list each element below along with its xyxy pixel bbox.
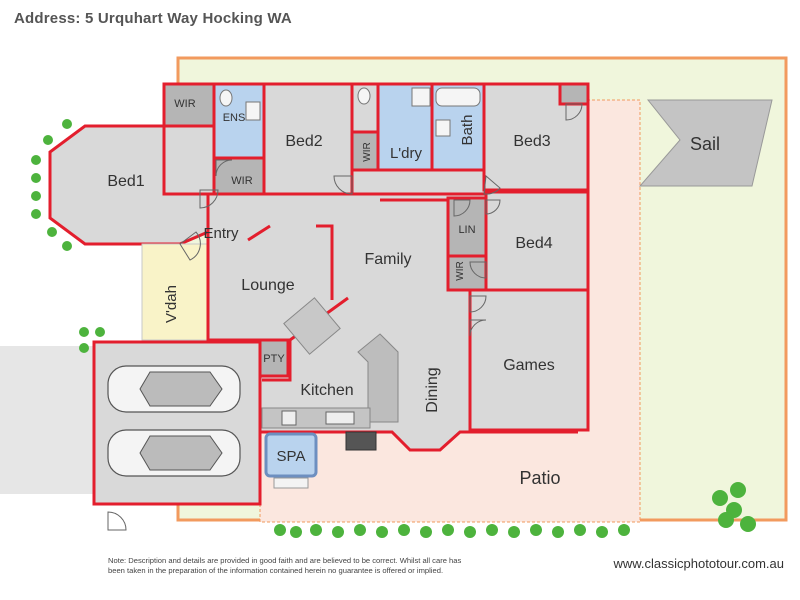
- kitchen-island: [357, 333, 399, 423]
- car-icon-top: [107, 365, 241, 413]
- door-garage: [107, 511, 127, 531]
- sail-shade: [638, 99, 773, 187]
- disclaimer-note: Note: Description and details are provid…: [108, 556, 528, 576]
- toilet-ens-icon: [219, 89, 233, 107]
- label-dining: Dining: [424, 367, 441, 412]
- wir-bed2: [350, 130, 380, 172]
- wir-bed1-top: [162, 82, 216, 128]
- label-wir-bed1-top: WIR: [174, 98, 195, 110]
- address-title: Address: 5 Urquhart Way Hocking WA: [14, 10, 292, 27]
- label-ldry: L'dry: [390, 145, 423, 162]
- label-games: Games: [503, 357, 555, 374]
- pty-store: [258, 338, 290, 378]
- label-lin: LIN: [458, 224, 475, 236]
- label-entry: Entry: [203, 225, 239, 242]
- door-bed2: [333, 175, 353, 195]
- label-bed2: Bed2: [285, 133, 322, 150]
- label-bed1: Bed1: [107, 173, 144, 190]
- spa-steps: [273, 477, 309, 489]
- label-sail: Sail: [690, 134, 720, 154]
- laundry-appliances: [283, 297, 341, 355]
- label-bed3: Bed3: [513, 133, 550, 150]
- label-lounge: Lounge: [241, 277, 294, 294]
- bbq-icon: [345, 431, 377, 451]
- disclaimer-line-1: Note: Description and details are provid…: [108, 556, 462, 565]
- label-bath: Bath: [459, 115, 476, 146]
- sink-icon: [325, 411, 355, 425]
- label-spa: SPA: [277, 448, 306, 465]
- door-bed4: [485, 199, 501, 215]
- label-kitchen: Kitchen: [300, 382, 353, 399]
- wir-bed4: [446, 254, 488, 292]
- shrubs-left: [31, 119, 105, 353]
- trough-ldry-icon: [411, 87, 431, 107]
- vanity-ens-icon: [245, 101, 261, 121]
- label-family: Family: [364, 251, 411, 268]
- label-pty: PTY: [263, 353, 285, 365]
- driveway: [0, 346, 94, 494]
- car-icon-bottom: [107, 429, 241, 477]
- label-wir-bed4: WIR: [455, 261, 466, 280]
- entry-wall: [247, 224, 271, 242]
- door-games: [469, 295, 487, 313]
- door-bed3: [483, 175, 501, 195]
- cooktop-icon: [281, 410, 297, 426]
- door-bed3-robe: [565, 103, 583, 121]
- family-top-wall: [380, 198, 486, 292]
- spa-pool: [264, 432, 318, 478]
- door-bed1: [199, 189, 219, 209]
- vdah-area: [141, 243, 209, 341]
- door-wir-ens: [215, 159, 233, 177]
- label-bed4: Bed4: [515, 235, 552, 252]
- basin-bath-icon: [435, 119, 451, 137]
- toilet-ldry-icon: [357, 87, 371, 105]
- bathtub-icon: [435, 87, 481, 107]
- bed3-robe: [558, 82, 590, 106]
- label-wir-bed2: WIR: [362, 142, 373, 161]
- door-games-2: [469, 319, 487, 337]
- lounge-wall: [316, 224, 334, 300]
- wir-ens: [212, 156, 266, 196]
- website-link[interactable]: www.classicphototour.com.au: [613, 556, 784, 571]
- door-lin: [453, 199, 471, 217]
- disclaimer-line-2: been taken in the preparation of the inf…: [108, 566, 444, 575]
- label-vdah: V'dah: [163, 285, 180, 323]
- label-wir-ens: WIR: [231, 175, 252, 187]
- door-wir-bed4: [469, 261, 487, 279]
- label-ens: ENS: [223, 112, 246, 124]
- shrubs-bottom: [274, 482, 756, 538]
- door-entry: [179, 231, 201, 261]
- label-patio: Patio: [519, 468, 560, 488]
